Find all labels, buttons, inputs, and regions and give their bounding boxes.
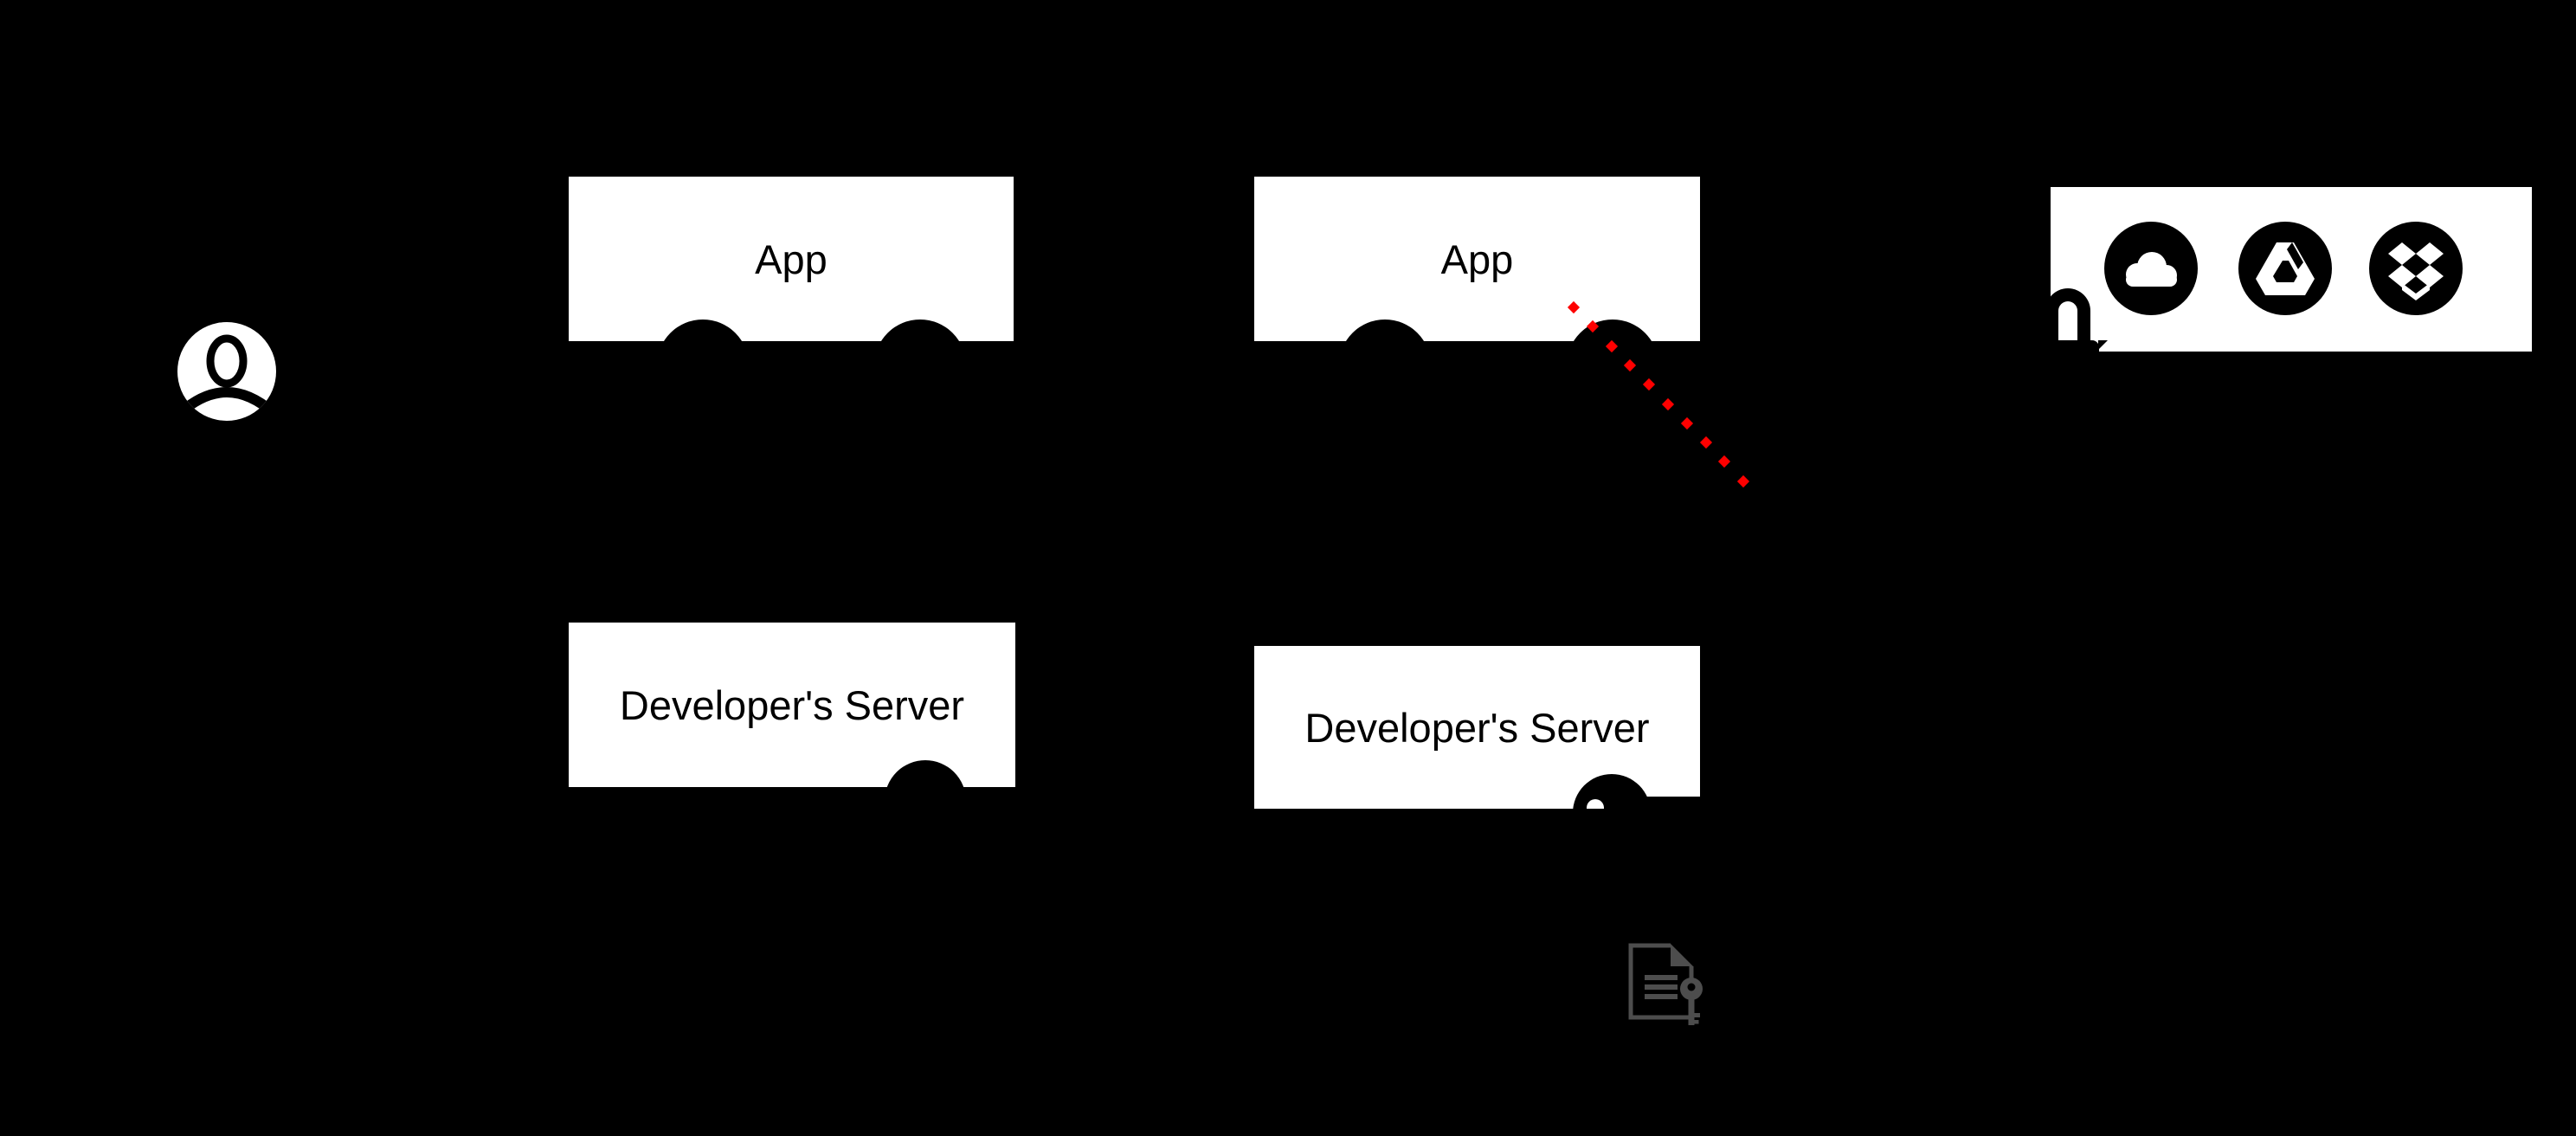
padlock-icon [2051,288,2090,344]
padlock-body-tip [2098,340,2108,350]
connector-bump-icon [874,320,966,341]
node-app-right-label: App [1440,236,1514,282]
google-drive-icon [2238,222,2332,315]
user-avatar-icon [177,322,276,421]
node-dev-server-right-label: Developer's Server [1304,704,1650,751]
red-connector-dot [1624,358,1637,371]
red-connector-dot [1737,474,1750,487]
node-app-right: App [1254,177,1700,341]
red-connector-dot [1699,436,1712,449]
connector-bump-icon [657,320,749,341]
connector-bump-icon [885,760,966,787]
red-connector-dot [1718,455,1731,468]
red-connector-dot [1605,339,1618,352]
key-hole-icon [1587,799,1604,809]
node-app-left: App [569,177,1014,341]
red-connector-dot [1661,397,1675,410]
node-app-left-label: App [755,236,828,282]
icloud-icon [2104,222,2198,315]
connector-bump-icon [1339,320,1431,341]
padlock-body-icon [2051,340,2099,352]
key-shaft-icon [1612,797,1700,809]
red-connector-dot [1643,378,1656,391]
node-dev-server-left: Developer's Server [569,623,1015,787]
red-connector-dot [1680,416,1693,429]
node-cloud-services [2051,187,2532,352]
document-key-icon [1628,943,1703,1025]
node-dev-server-left-label: Developer's Server [619,681,965,728]
dropbox-icon [2369,222,2463,315]
connector-bump-icon [1567,320,1658,341]
node-dev-server-right: Developer's Server [1254,646,1700,809]
